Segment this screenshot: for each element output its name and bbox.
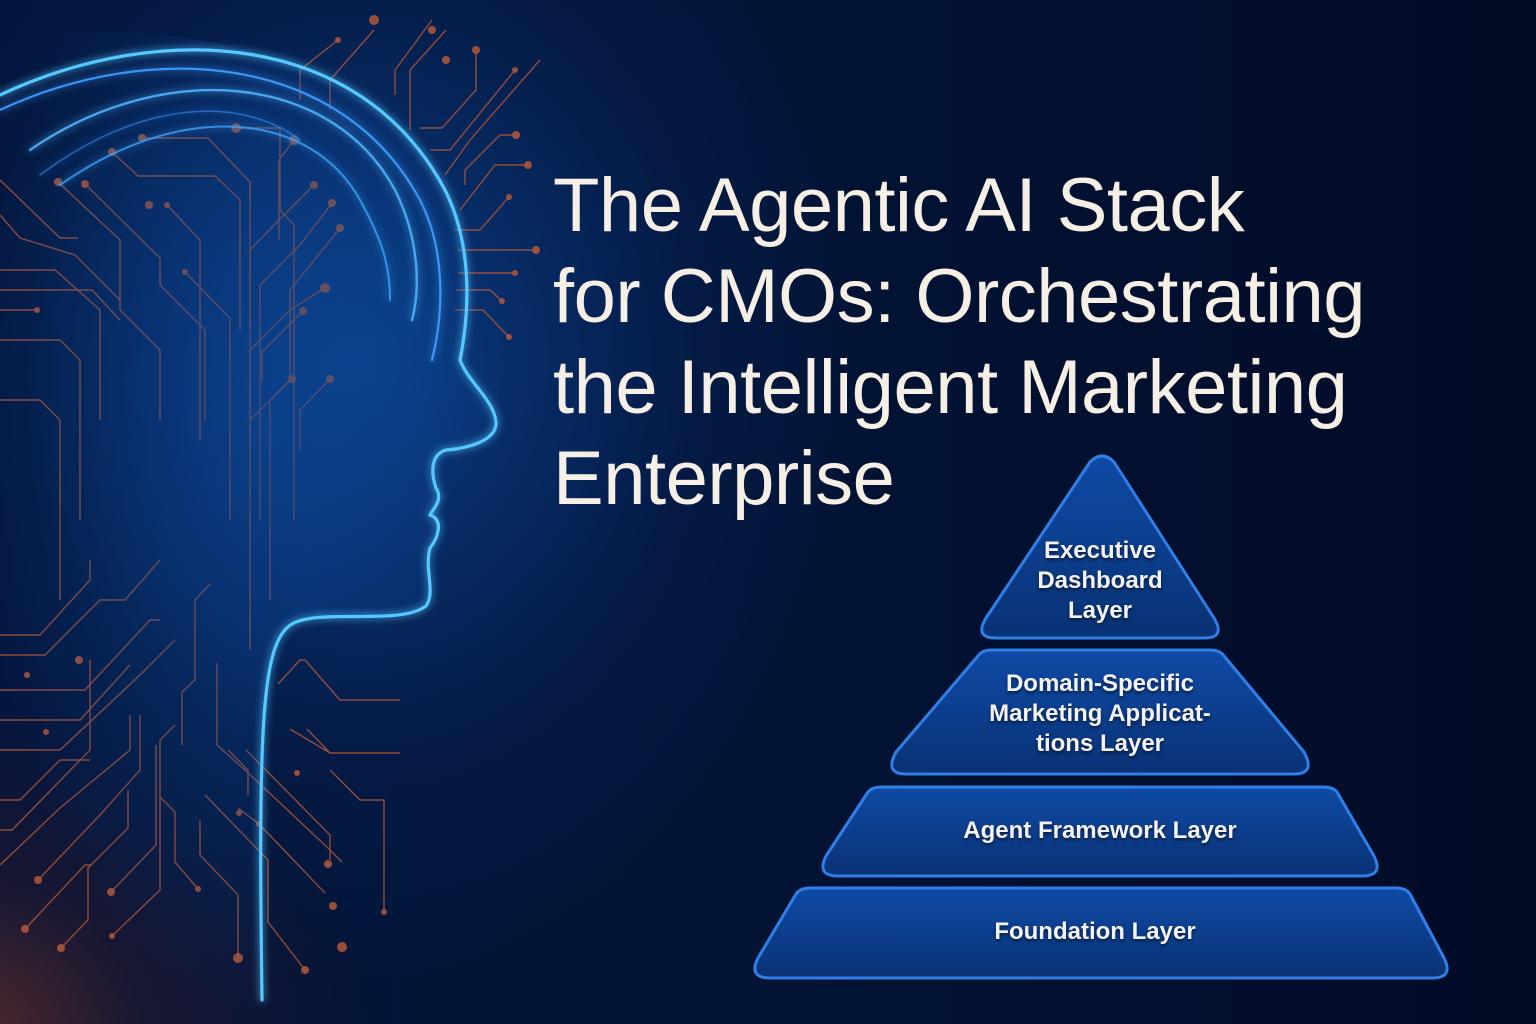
layer-label-line: Domain-Specific (1005, 670, 1195, 697)
title-line-1: The Agentic AI Stack (553, 163, 1245, 248)
head-shading (0, 31, 497, 1024)
pyramid-layer-executive: Executive Dashboard Layer (1000, 536, 1200, 626)
title-line-2: for CMOs: Orchestrating (553, 254, 1366, 339)
pyramid-layer-domain-specific: Domain-Specific Marketing Applicat- tion… (940, 669, 1260, 759)
layer-label-line: Layer (1067, 597, 1133, 624)
pyramid-layer-foundation-shape (753, 886, 1449, 980)
pyramid-layer-agent-shape (821, 785, 1379, 878)
pyramid-layer-executive-shape (980, 454, 1220, 640)
title-line-3: the Intelligent Marketing (553, 345, 1348, 430)
layer-label-line: Marketing Applicat- (989, 700, 1211, 727)
layer-label-line: tions Layer (1035, 730, 1165, 757)
pyramid-diagram (753, 454, 1449, 980)
head-profile-icon (0, 48, 498, 1002)
pyramid-layer-foundation: Foundation Layer (895, 917, 1295, 947)
title-line-4: Enterprise (553, 436, 895, 521)
pyramid-layer-domain-shape (890, 648, 1310, 776)
layer-label-line: Executive (1043, 537, 1157, 564)
layer-label-line: Foundation Layer (994, 918, 1196, 945)
layer-label-line: Agent Framework Layer (963, 817, 1237, 844)
layer-label-line: Dashboard (1037, 567, 1163, 594)
pyramid-layer-agent-framework: Agent Framework Layer (900, 816, 1300, 846)
page-title: The Agentic AI Stack for CMOs: Orchestra… (553, 160, 1513, 524)
